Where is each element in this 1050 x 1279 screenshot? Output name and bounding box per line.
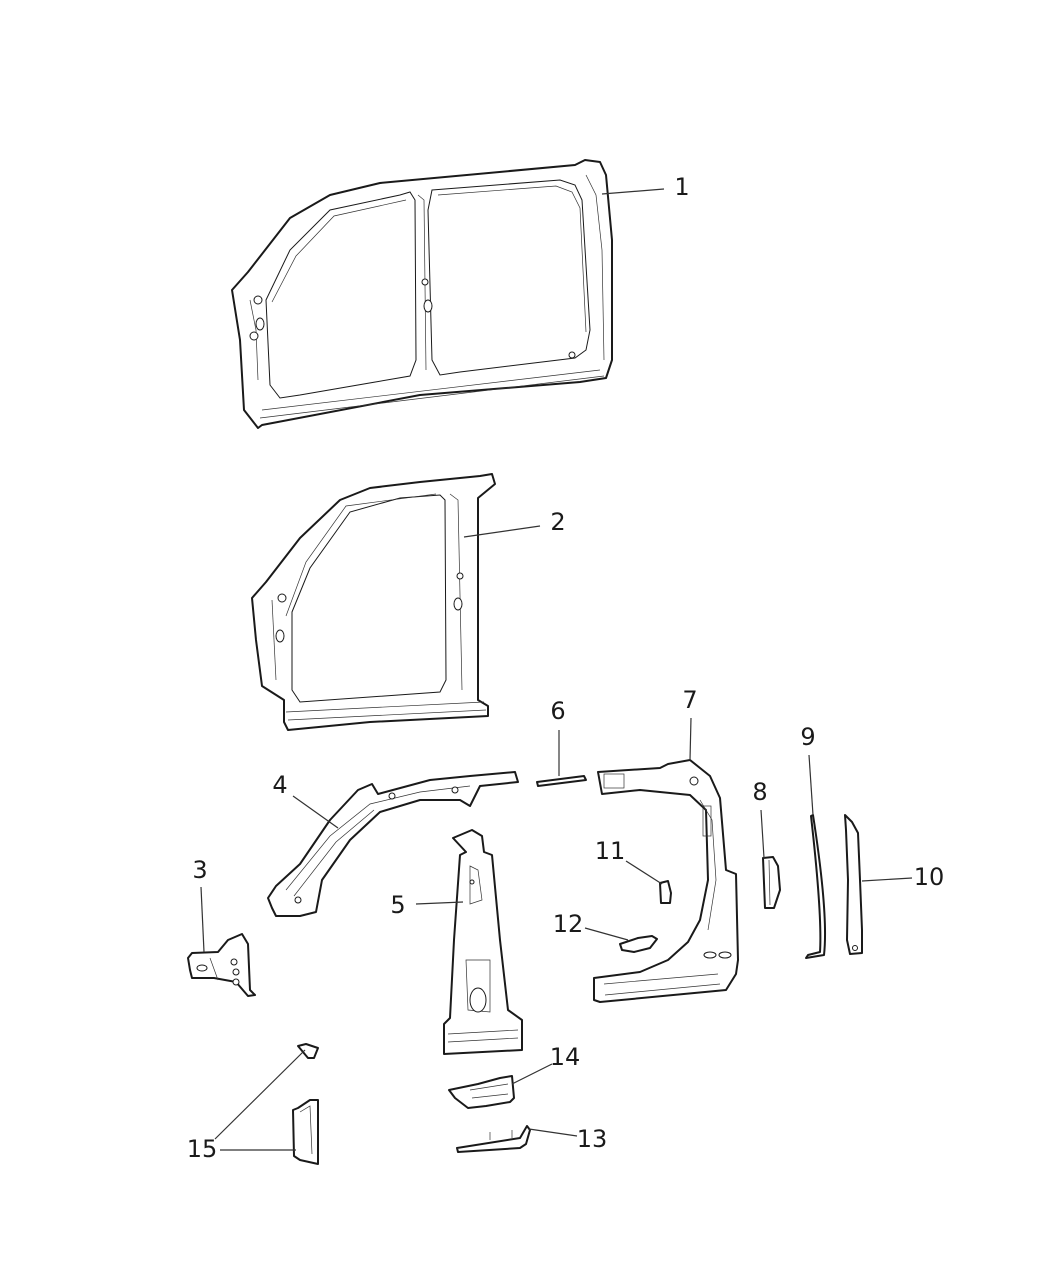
part-1-body-side-aperture[interactable] [231, 159, 613, 429]
callout-5: 5 [390, 891, 406, 919]
part-3-hinge-pillar-lower[interactable] [187, 933, 256, 997]
part-13-sill-reinforcement[interactable] [456, 1125, 531, 1153]
callout-4: 4 [272, 771, 288, 799]
part-14-b-pillar-lower[interactable] [448, 1075, 515, 1109]
callout-7: 7 [682, 686, 698, 714]
part-6-roof-rail-strip[interactable] [536, 775, 587, 787]
callout-13: 13 [576, 1125, 608, 1153]
part-4-a-pillar-roof-rail[interactable] [267, 771, 519, 917]
part-5-b-pillar[interactable] [443, 829, 523, 1055]
part-10-d-pillar-reinforcement[interactable] [844, 814, 863, 955]
part-12-bracket[interactable] [619, 935, 658, 953]
callout-3: 3 [192, 856, 208, 884]
callout-14: 14 [549, 1043, 581, 1071]
callout-1: 1 [674, 173, 690, 201]
part-9-seal-strip[interactable] [805, 814, 827, 959]
callout-9: 9 [800, 723, 816, 751]
callout-10: 10 [913, 863, 945, 891]
part-2-front-aperture[interactable] [251, 473, 496, 731]
part-15-hinge-pillar-brackets[interactable] [292, 1043, 319, 1165]
part-11-bracket[interactable] [659, 880, 672, 904]
callout-11: 11 [594, 837, 626, 865]
part-7-rear-aperture[interactable] [593, 759, 739, 1003]
callout-8: 8 [752, 778, 768, 806]
leader-lines [200, 188, 913, 1151]
callout-6: 6 [550, 697, 566, 725]
callout-2: 2 [550, 508, 566, 536]
part-8-c-pillar-bracket[interactable] [762, 856, 781, 909]
callout-12: 12 [552, 910, 584, 938]
callout-15: 15 [186, 1135, 218, 1163]
